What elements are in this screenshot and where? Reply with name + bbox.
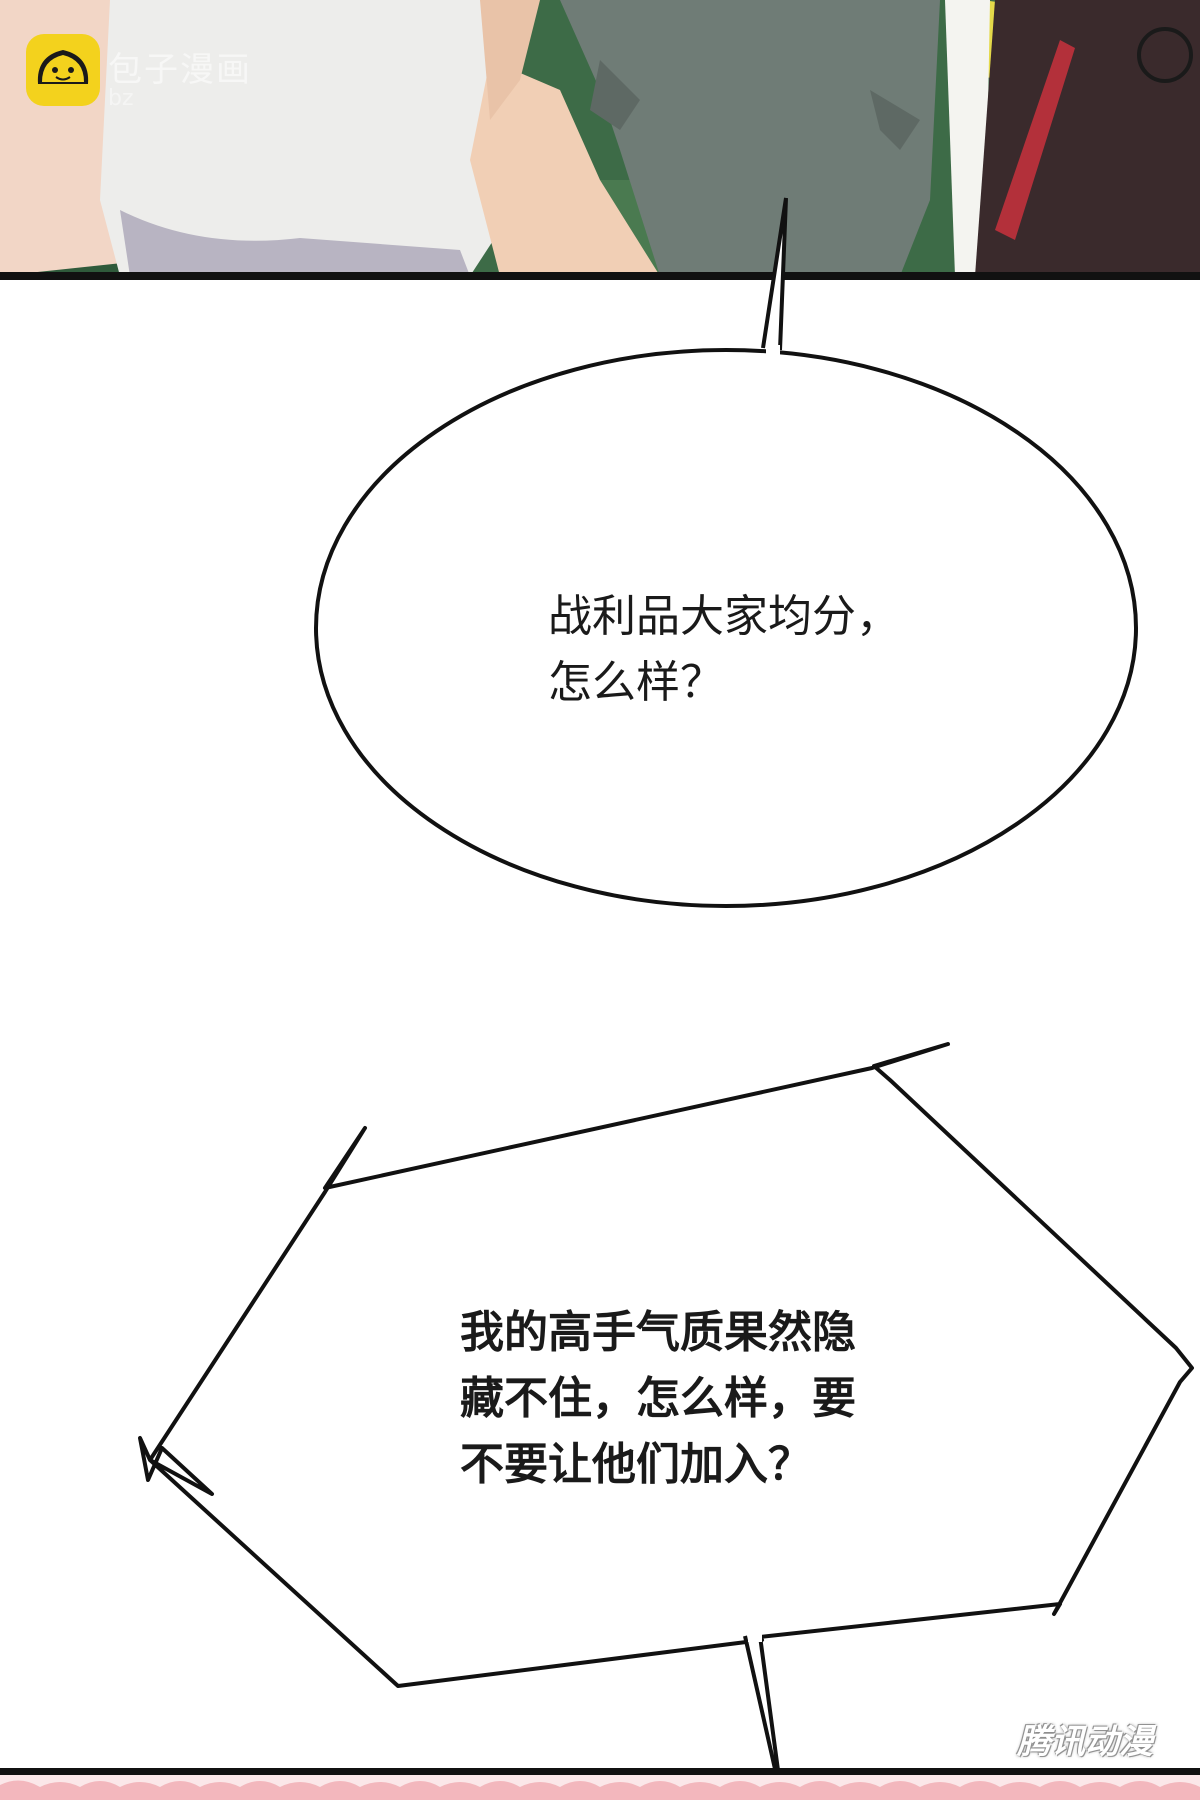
- watermark-subtext: bz: [108, 86, 134, 111]
- dialogue-line: 藏不住，怎么样，要: [460, 1373, 856, 1424]
- dialogue-line: 战利品大家均分，: [548, 591, 900, 642]
- jagged-bubble-text: 我的高手气质果然隐藏不住，怎么样，要不要让他们加入？: [460, 1300, 940, 1498]
- flame-pattern: [0, 1780, 1200, 1800]
- panel-border-bottom: [0, 1768, 1200, 1775]
- oval-speech-bubble: [314, 197, 1138, 908]
- bottom-illustration-strip: [0, 1775, 1200, 1800]
- dialogue-line: 怎么样？: [548, 657, 724, 708]
- jagged-speech-bubble: [138, 1042, 1194, 1800]
- top-illustration-panel: 包子漫画 bz: [0, 0, 1200, 276]
- panel-border-top: [0, 272, 1200, 280]
- oval-bubble-text: 战利品大家均分， 怎么样？: [548, 584, 968, 716]
- bun-mascot-icon: [26, 34, 100, 106]
- dialogue-line: 我的高手气质果然隐: [460, 1307, 856, 1358]
- watermark-text: 包子漫画: [108, 50, 252, 90]
- corner-watermark: 腾讯动漫: [1017, 1722, 1153, 1762]
- dialogue-line: 不要让他们加入？: [460, 1439, 812, 1490]
